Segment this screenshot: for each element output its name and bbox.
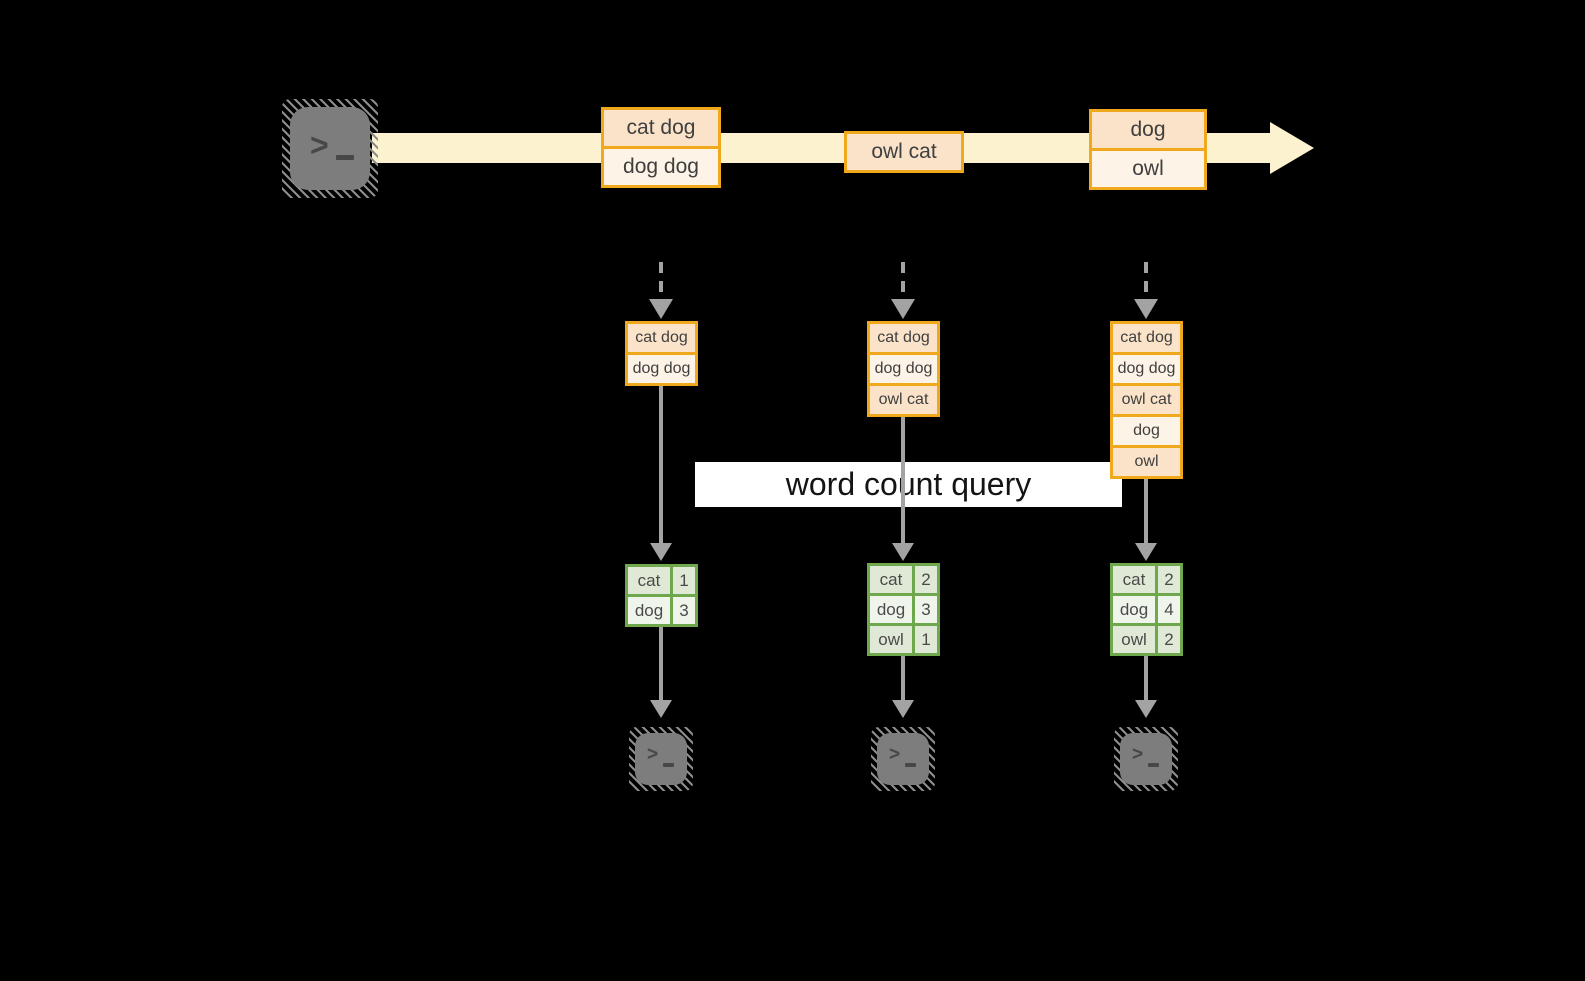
- count-table-row: dog 3: [628, 594, 695, 624]
- message-buffer-stack: cat dog dog dog owl cat: [867, 321, 940, 417]
- buffer-message-cell: dog dog: [870, 352, 937, 383]
- count-table: cat 2 dog 3 owl 1: [867, 563, 940, 656]
- word-cell: cat: [628, 567, 670, 594]
- dashed-down-arrow: [1144, 262, 1148, 300]
- prompt-chevron-icon: >: [647, 744, 659, 765]
- flow-line: [1144, 477, 1148, 544]
- flow-line: [659, 384, 663, 544]
- flow-line: [1144, 654, 1148, 700]
- terminal-screen: >: [635, 733, 687, 785]
- dashed-down-arrow: [659, 262, 663, 300]
- count-cell: 1: [912, 626, 937, 653]
- word-cell: dog: [870, 596, 912, 623]
- word-cell: owl: [1113, 626, 1155, 653]
- word-cell: cat: [870, 566, 912, 593]
- prompt-dash-icon: [1148, 763, 1159, 767]
- down-arrowhead-icon: [649, 299, 673, 319]
- buffer-message-cell: cat dog: [870, 324, 937, 352]
- count-table-row: cat 2: [1113, 566, 1180, 593]
- prompt-dash-icon: [336, 155, 354, 160]
- word-cell: dog: [1113, 596, 1155, 623]
- count-table-row: owl 2: [1113, 623, 1180, 653]
- count-cell: 3: [912, 596, 937, 623]
- message-buffer-stack: cat dog dog dog: [625, 321, 698, 386]
- buffer-message-cell: cat dog: [628, 324, 695, 352]
- message-buffer-stack: cat dog dog dog owl cat dog owl: [1110, 321, 1183, 479]
- count-cell: 2: [912, 566, 937, 593]
- consumer-terminal-icon: >: [871, 727, 935, 791]
- down-arrowhead-icon: [1134, 299, 1158, 319]
- prompt-dash-icon: [663, 763, 674, 767]
- count-cell: 2: [1155, 566, 1180, 593]
- down-arrowhead-icon: [1135, 700, 1157, 718]
- down-arrowhead-icon: [891, 299, 915, 319]
- count-table-row: cat 2: [870, 566, 937, 593]
- producer-terminal-icon: >: [282, 99, 378, 198]
- down-arrowhead-icon: [650, 543, 672, 561]
- word-cell: cat: [1113, 566, 1155, 593]
- down-arrowhead-icon: [1135, 543, 1157, 561]
- down-arrowhead-icon: [650, 700, 672, 718]
- buffer-message-cell: cat dog: [1113, 324, 1180, 352]
- prompt-chevron-icon: >: [1132, 744, 1144, 765]
- prompt-chevron-icon: >: [310, 127, 329, 163]
- count-table-row: dog 4: [1113, 593, 1180, 623]
- word-cell: dog: [628, 597, 670, 624]
- count-cell: 1: [670, 567, 695, 594]
- buffer-message-cell: dog: [1113, 414, 1180, 445]
- stream-message-line: cat dog: [604, 110, 718, 146]
- prompt-dash-icon: [905, 763, 916, 767]
- stream-message-box: owl cat: [844, 131, 964, 173]
- count-table: cat 1 dog 3: [625, 564, 698, 627]
- count-cell: 3: [670, 597, 695, 624]
- dashed-down-arrow: [901, 262, 905, 300]
- stream-message-box: cat dog dog dog: [601, 107, 721, 188]
- stream-message-line: dog: [1092, 112, 1204, 148]
- count-table-row: cat 1: [628, 567, 695, 594]
- count-table-row: owl 1: [870, 623, 937, 653]
- word-cell: owl: [870, 626, 912, 653]
- consumer-terminal-icon: >: [1114, 727, 1178, 791]
- buffer-message-cell: owl cat: [1113, 383, 1180, 414]
- word-count-query-label: word count query: [695, 462, 1122, 507]
- count-table: cat 2 dog 4 owl 2: [1110, 563, 1183, 656]
- stream-message-line: dog dog: [604, 146, 718, 185]
- stream-message-box: dog owl: [1089, 109, 1207, 190]
- stream-timeline-arrowhead-icon: [1270, 122, 1314, 174]
- prompt-chevron-icon: >: [889, 744, 901, 765]
- buffer-message-cell: owl: [1113, 445, 1180, 476]
- buffer-message-cell: dog dog: [1113, 352, 1180, 383]
- stream-message-line: owl: [1092, 148, 1204, 187]
- buffer-message-cell: dog dog: [628, 352, 695, 383]
- flow-line: [659, 626, 663, 700]
- consumer-terminal-icon: >: [629, 727, 693, 791]
- stream-message-line: owl cat: [847, 134, 961, 170]
- count-cell: 4: [1155, 596, 1180, 623]
- down-arrowhead-icon: [892, 543, 914, 561]
- buffer-message-cell: owl cat: [870, 383, 937, 414]
- down-arrowhead-icon: [892, 700, 914, 718]
- count-table-row: dog 3: [870, 593, 937, 623]
- flow-line: [901, 654, 905, 700]
- terminal-screen: >: [290, 107, 370, 190]
- count-cell: 2: [1155, 626, 1180, 653]
- terminal-screen: >: [877, 733, 929, 785]
- flow-line: [901, 415, 905, 544]
- terminal-screen: >: [1120, 733, 1172, 785]
